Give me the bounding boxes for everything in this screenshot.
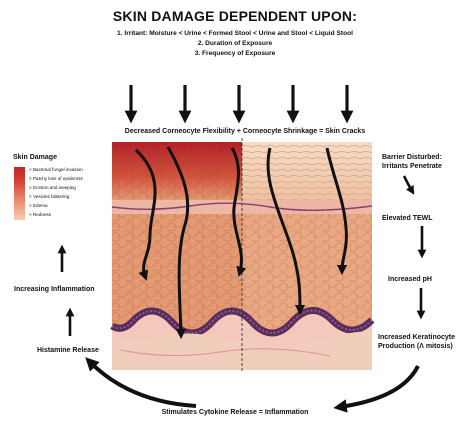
legend-item: > Vesicles blistering (29, 194, 69, 200)
legend-item: > Edema (29, 203, 48, 209)
barrier-disturbed-label: Barrier Disturbed: Irritants Penetrate (382, 153, 464, 171)
increased-ph-label: Increased pH (388, 275, 432, 284)
irritant-arrows (131, 85, 347, 117)
increasing-inflammation-label: Increasing Inflammation (14, 285, 95, 294)
damage-gradient-bar (14, 167, 25, 220)
legend-item: > Bacterial fungal invasion (29, 167, 83, 173)
legend-item: > Patchy loss of epidermis (29, 176, 83, 182)
increased-keratinocyte-label: Increased Keratinocyte Production (Λ mit… (378, 333, 466, 351)
elevated-tewl-label: Elevated TEWL (382, 214, 433, 223)
legend-item: > Erosion and weeping (29, 185, 76, 191)
legend-item: > Redness (29, 212, 51, 218)
histamine-release-label: Histamine Release (37, 346, 99, 355)
bottom-arrow-right (340, 366, 418, 407)
legend-title: Skin Damage (13, 154, 57, 161)
cytokine-release-label: Stimulates Cytokine Release = Inflammati… (0, 409, 470, 416)
skin-cross-section (112, 138, 372, 372)
skin-cracks-caption: Decreased Corneocyte Flexibility + Corne… (100, 128, 390, 135)
cycle-arrow-barrier-tewl (404, 176, 412, 191)
